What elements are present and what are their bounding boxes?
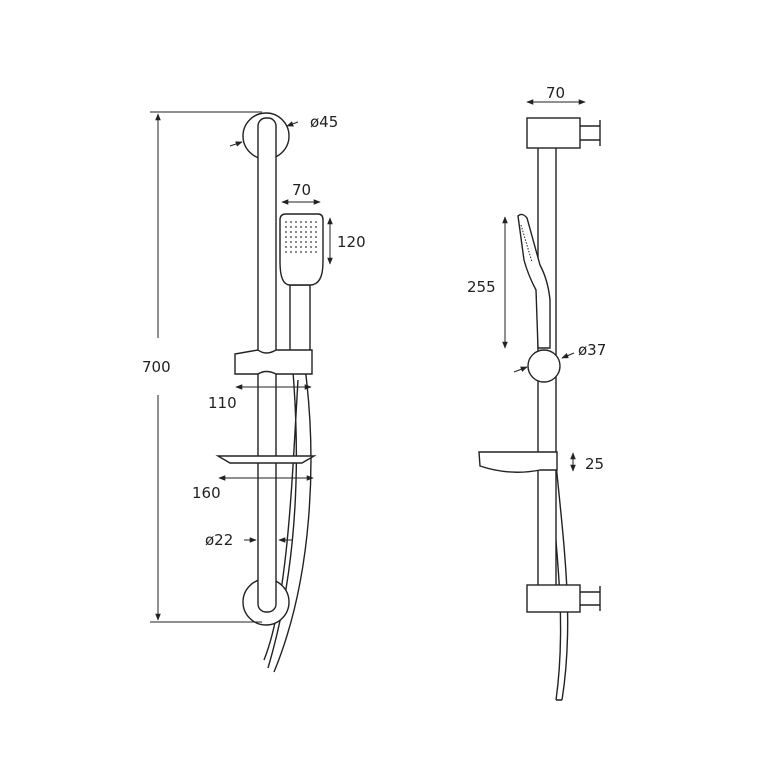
nozzle-dot xyxy=(290,231,292,233)
nozzle-dot xyxy=(290,236,292,238)
top-bracket-side xyxy=(526,117,581,149)
nozzle-dot xyxy=(310,246,312,248)
nozzle-dot xyxy=(315,246,317,248)
soap-dish-side xyxy=(478,451,558,473)
soap-dish xyxy=(215,455,317,464)
nozzle-dot xyxy=(295,246,297,248)
nozzle-dot xyxy=(300,246,302,248)
nozzle-dot xyxy=(305,236,307,238)
hose xyxy=(263,359,312,673)
dim-o22-label: ø22 xyxy=(205,531,233,549)
nozzle-dot xyxy=(305,246,307,248)
nozzle-dot xyxy=(300,231,302,233)
bottom-bracket-side xyxy=(526,584,581,613)
nozzle-dot xyxy=(290,251,292,253)
slider-bracket xyxy=(234,349,313,375)
nozzle-dot xyxy=(310,231,312,233)
dim-o37-label: ø37 xyxy=(578,341,606,359)
handset-side xyxy=(517,213,551,349)
nozzle-dot xyxy=(315,226,317,228)
nozzle-dot xyxy=(300,226,302,228)
nozzle-dot xyxy=(315,241,317,243)
nozzle-dot xyxy=(310,221,312,223)
front-view: 700 ø45 70 120 110 160 ø22 xyxy=(142,111,366,673)
nozzle-dot xyxy=(295,251,297,253)
nozzle-dot xyxy=(310,251,312,253)
spray-nozzles xyxy=(285,221,317,253)
handset-handle xyxy=(289,284,311,361)
nozzle-dot xyxy=(310,226,312,228)
nozzle-dot xyxy=(305,231,307,233)
dim-700-label: 700 xyxy=(142,358,171,376)
nozzle-dot xyxy=(295,236,297,238)
nozzle-dot xyxy=(285,236,287,238)
nozzle-dot xyxy=(285,241,287,243)
nozzle-dot xyxy=(315,251,317,253)
nozzle-dot xyxy=(285,251,287,253)
nozzle-dot xyxy=(310,241,312,243)
dim-70-side-label: 70 xyxy=(546,84,565,102)
nozzle-dot xyxy=(305,241,307,243)
nozzle-dot xyxy=(295,221,297,223)
nozzle-dot xyxy=(300,251,302,253)
nozzle-dot xyxy=(315,236,317,238)
nozzle-dot xyxy=(290,221,292,223)
nozzle-dot xyxy=(290,246,292,248)
nozzle-dot xyxy=(285,231,287,233)
nozzle-dot xyxy=(285,226,287,228)
dim-120-label: 120 xyxy=(337,233,366,251)
nozzle-dot xyxy=(300,241,302,243)
nozzle-dot xyxy=(290,226,292,228)
nozzle-dot xyxy=(285,246,287,248)
dim-160-label: 160 xyxy=(192,484,221,502)
nozzle-dot xyxy=(305,221,307,223)
slider-ball xyxy=(527,349,561,383)
nozzle-dot xyxy=(300,221,302,223)
dim-70-label: 70 xyxy=(292,181,311,199)
dim-o45-label: ø45 xyxy=(310,113,338,131)
nozzle-dot xyxy=(305,226,307,228)
nozzle-dot xyxy=(295,241,297,243)
nozzle-dot xyxy=(305,251,307,253)
dim-255-label: 255 xyxy=(467,278,496,296)
nozzle-dot xyxy=(310,236,312,238)
nozzle-dot xyxy=(300,236,302,238)
nozzle-dot xyxy=(295,231,297,233)
nozzle-dot xyxy=(315,231,317,233)
side-view: 70 255 ø37 25 xyxy=(467,84,606,701)
dim-110-label: 110 xyxy=(208,394,237,412)
nozzle-dot xyxy=(295,226,297,228)
nozzle-dot xyxy=(290,241,292,243)
nozzle-dot xyxy=(315,221,317,223)
nozzle-dot xyxy=(285,221,287,223)
dim-25-label: 25 xyxy=(585,455,604,473)
handset-head xyxy=(279,213,324,286)
